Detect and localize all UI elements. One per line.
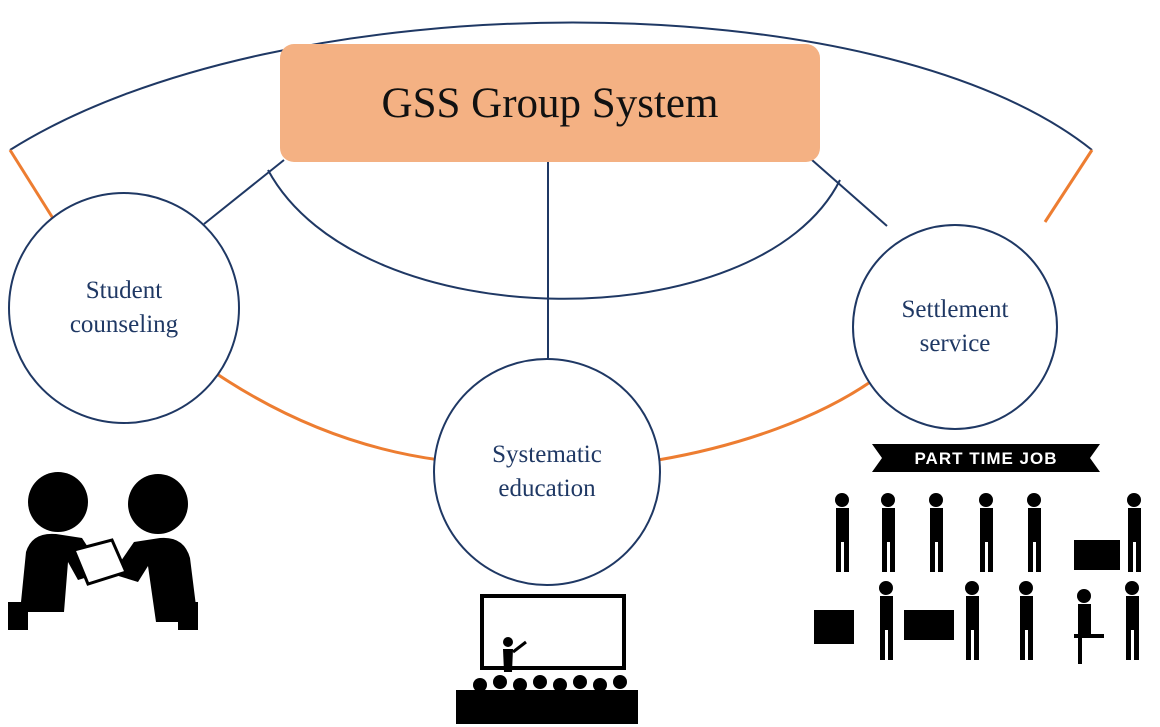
link-title-left — [203, 159, 285, 225]
part-time-banner: PART TIME JOB — [914, 449, 1057, 468]
link-title-right — [811, 159, 888, 227]
workers-row-1 — [835, 493, 1141, 572]
node-settlement-service-label: Settlement service — [901, 296, 1009, 357]
outer-arc — [9, 21, 1093, 151]
orange-left-edge — [8, 149, 56, 221]
orange-left-mid — [213, 370, 441, 462]
lecture-icon — [456, 594, 638, 724]
orange-mid-right — [657, 376, 877, 462]
node-student-counseling: Student counseling — [8, 192, 240, 424]
system-title: GSS Group System — [381, 79, 719, 127]
node-systematic-education-label: Systematic education — [492, 441, 602, 502]
node-systematic-education: Systematic education — [433, 358, 661, 586]
orange-right-edge — [1043, 149, 1094, 223]
system-title-box: GSS Group System — [280, 44, 820, 162]
banner-ribbon — [872, 444, 1100, 472]
workers-icon: PART TIME JOB — [814, 444, 1141, 664]
node-student-counseling-label: Student counseling — [69, 277, 179, 338]
inner-arc — [267, 169, 841, 300]
meeting-icon — [8, 472, 198, 630]
node-settlement-service: Settlement service — [852, 224, 1058, 430]
workers-row-2 — [814, 581, 1139, 664]
